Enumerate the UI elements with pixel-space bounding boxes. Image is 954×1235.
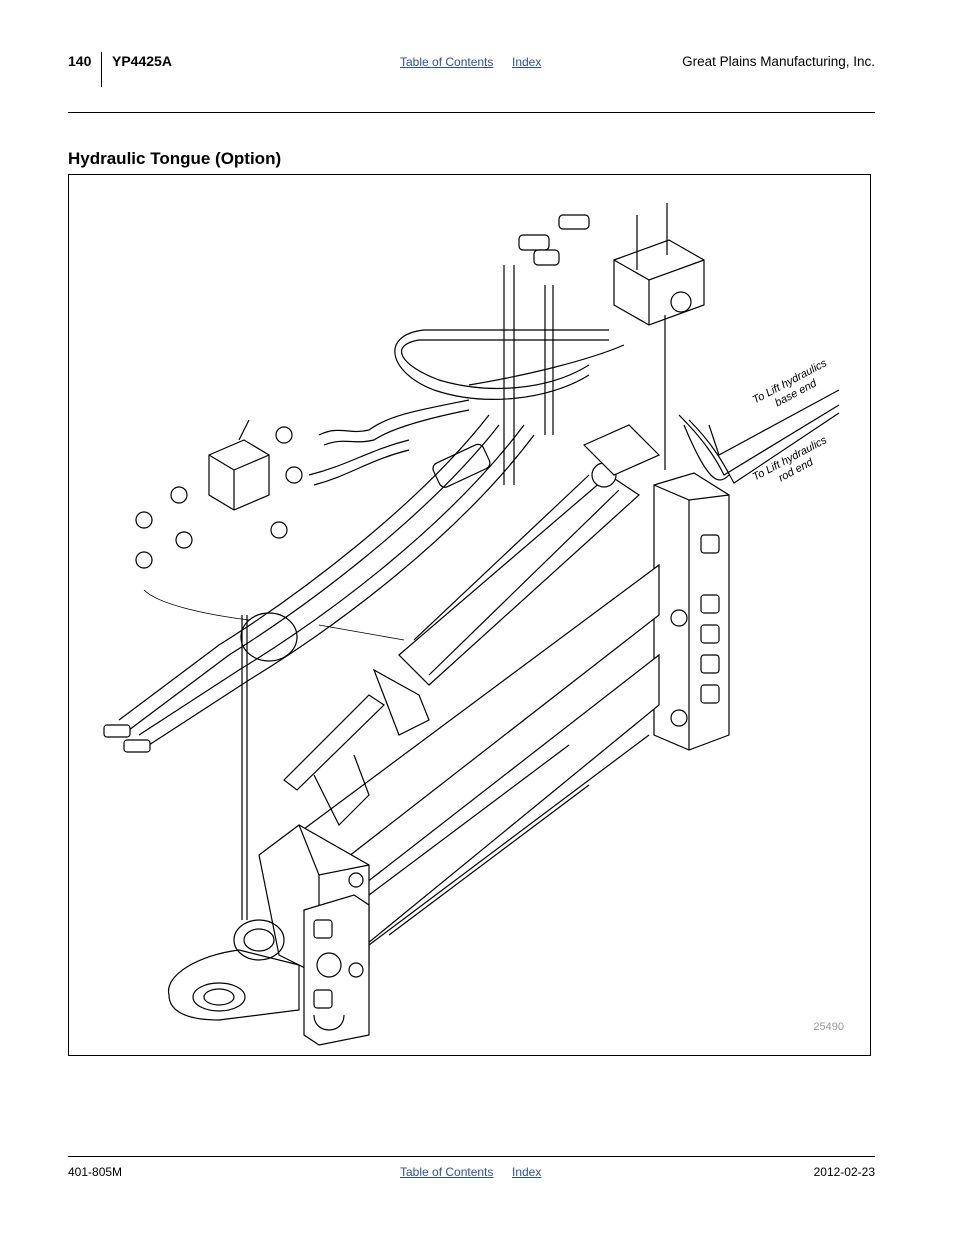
header-page-number: 140 <box>68 53 92 69</box>
hydraulic-tongue-figure: To Lift hydraulics base end To Lift hydr… <box>68 174 871 1056</box>
header-toc-link[interactable]: Table of Contents <box>400 55 494 69</box>
header-model: YP4425A <box>112 53 172 69</box>
header-index-link[interactable]: Index <box>512 55 542 69</box>
hydraulic-tongue-drawing <box>103 203 840 1046</box>
footer-rule <box>68 1156 875 1157</box>
footer-date: 2012-02-23 <box>813 1165 875 1179</box>
footer-toc-link[interactable]: Table of Contents <box>400 1165 494 1179</box>
header-divider <box>101 52 102 87</box>
section-title: Hydraulic Tongue (Option) <box>68 149 282 168</box>
footer-doc-number: 401-805M <box>68 1165 123 1179</box>
header-rule <box>68 112 875 113</box>
footer-index-link[interactable]: Index <box>512 1165 542 1179</box>
figure-number: 25490 <box>813 1021 844 1033</box>
header-company: Great Plains Manufacturing, Inc. <box>682 54 875 69</box>
